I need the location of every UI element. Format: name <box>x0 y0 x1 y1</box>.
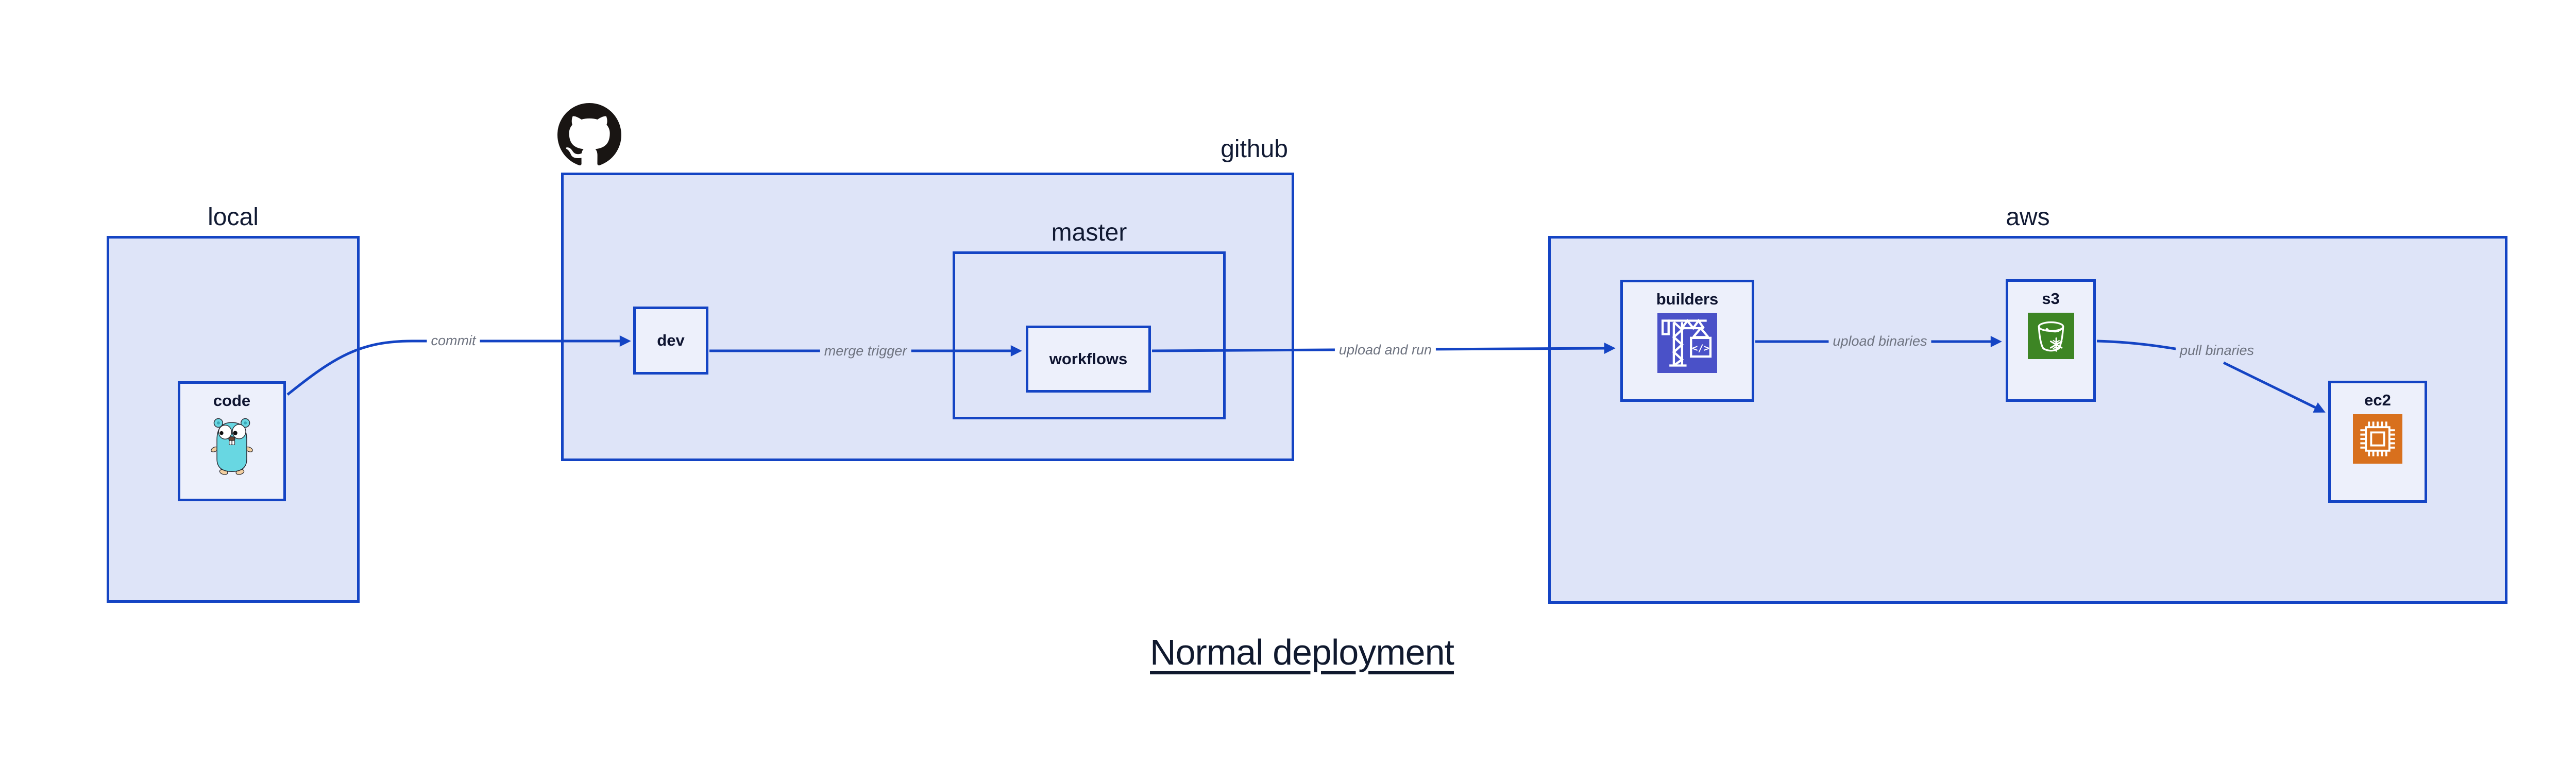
github-octocat-logo <box>557 103 621 167</box>
node-builders-label: builders <box>1656 290 1719 308</box>
go-gopher-icon <box>211 418 253 475</box>
edge-label-merge-trigger: merge trigger <box>820 343 911 360</box>
node-workflows: workflows <box>1026 326 1151 393</box>
group-local-title: local <box>208 203 259 231</box>
node-code: code <box>178 381 286 501</box>
group-aws-title: aws <box>2006 203 2050 231</box>
node-workflows-label: workflows <box>1049 349 1128 368</box>
node-code-label: code <box>213 392 251 410</box>
ec2-chip-icon <box>2353 414 2402 464</box>
node-s3-label: s3 <box>2042 290 2060 308</box>
node-ec2: ec2 <box>2328 381 2427 503</box>
node-ec2-label: ec2 <box>2364 391 2391 409</box>
node-builders: builders </> <box>1620 280 1754 402</box>
diagram-title: Normal deployment <box>1150 632 1454 672</box>
group-github-title: github <box>1221 135 1288 163</box>
codebuild-code-glyph: </> <box>1692 343 1709 354</box>
node-dev-label: dev <box>657 331 685 349</box>
edge-label-pull-binaries: pull binaries <box>2175 342 2259 360</box>
edge-label-commit: commit <box>427 332 480 350</box>
codebuild-crane-icon: </> <box>1657 313 1717 373</box>
edge-label-upload-and-run: upload and run <box>1334 342 1436 359</box>
node-dev: dev <box>633 307 708 375</box>
group-master-title: master <box>1051 219 1127 246</box>
octocat-icon <box>557 103 621 165</box>
edge-label-upload-binaries: upload binaries <box>1828 333 1931 350</box>
s3-bucket-icon <box>2027 313 2074 360</box>
node-s3: s3 <box>2006 279 2096 402</box>
